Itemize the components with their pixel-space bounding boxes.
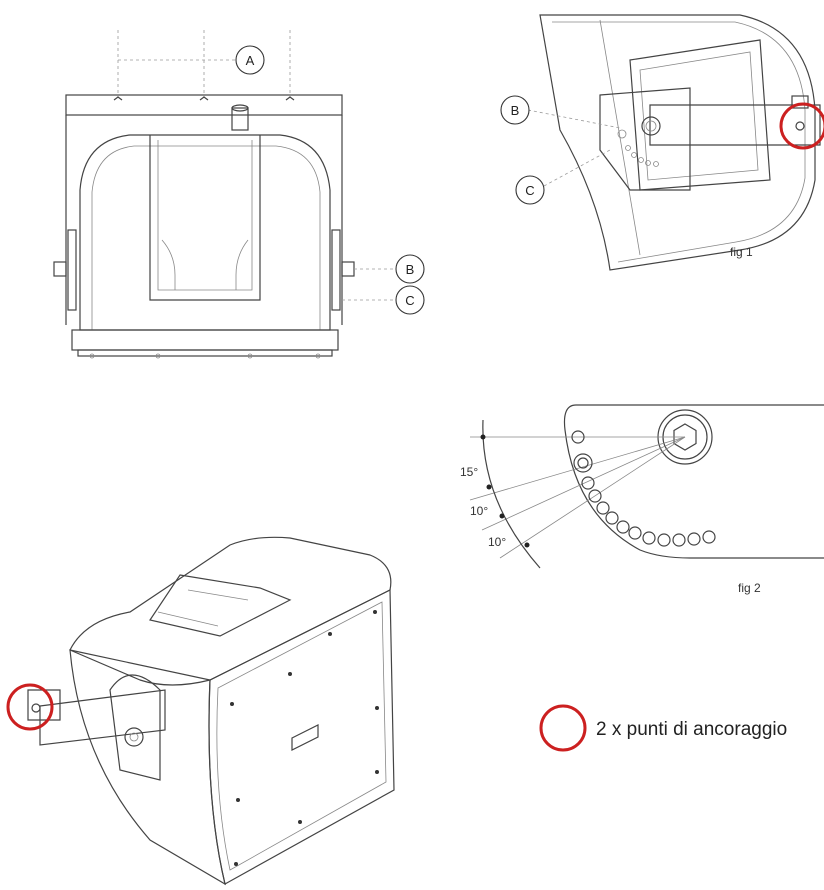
anchor-point-highlight-iso xyxy=(6,683,54,731)
callout-b-front-label: B xyxy=(406,262,415,277)
isometric-view xyxy=(6,536,395,886)
callout-b-side xyxy=(500,95,530,125)
angle-detail-fig2: 15° 10° 10° fig 2 xyxy=(460,404,824,595)
callout-a-label: A xyxy=(246,53,255,68)
legend-text: 2 x punti di ancoraggio xyxy=(596,719,787,740)
callout-c-side-label: C xyxy=(525,183,534,198)
legend-red-circle-icon xyxy=(539,704,587,752)
side-view-fig1: B C fig 1 xyxy=(500,14,824,271)
angle-label-10-b: 10° xyxy=(488,535,506,549)
callout-c-side xyxy=(515,175,545,205)
callout-b-front xyxy=(395,254,425,284)
angle-label-10-a: 10° xyxy=(470,504,488,518)
callout-b-side-label: B xyxy=(511,103,520,118)
callout-a xyxy=(235,45,265,75)
callout-c-front-label: C xyxy=(405,293,414,308)
fig2-label: fig 2 xyxy=(738,581,761,595)
front-view: A B C xyxy=(53,30,425,359)
angle-label-15: 15° xyxy=(460,465,478,479)
fig1-label: fig 1 xyxy=(730,245,753,259)
callout-c-front xyxy=(395,285,425,315)
anchor-point-highlight xyxy=(779,102,824,150)
legend: 2 x punti di ancoraggio xyxy=(539,704,787,752)
